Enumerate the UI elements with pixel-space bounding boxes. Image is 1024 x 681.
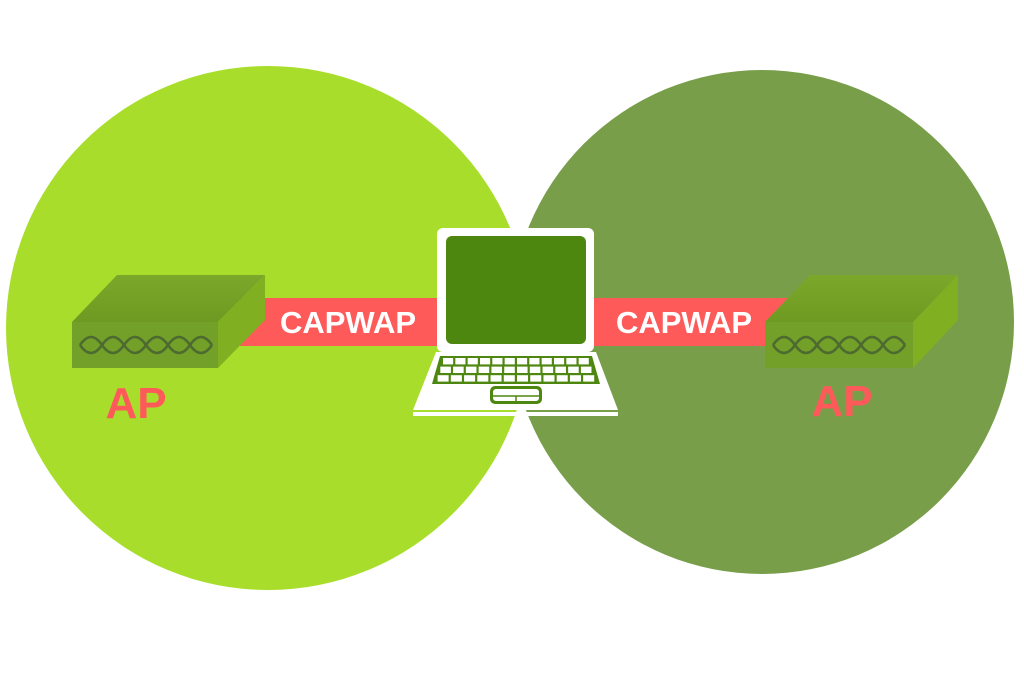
keyboard-key xyxy=(556,375,568,382)
keyboard-key xyxy=(465,366,477,373)
keyboard-key xyxy=(578,358,589,365)
keyboard-key xyxy=(530,375,542,382)
keyboard-key xyxy=(492,358,503,365)
keyboard-key xyxy=(504,366,515,373)
keyboard-key xyxy=(555,366,566,373)
keyboard-key xyxy=(517,366,528,373)
keyboard-key xyxy=(566,358,577,365)
keyboard-key xyxy=(480,358,491,365)
left-ap-label: AP xyxy=(105,379,166,428)
keyboard-key xyxy=(541,358,552,365)
left-access-point-icon xyxy=(72,275,265,368)
left-capwap-tunnel: CAPWAP xyxy=(240,298,438,346)
keyboard-key xyxy=(437,375,449,382)
keyboard-key xyxy=(477,375,489,382)
right-capwap-label: CAPWAP xyxy=(616,305,752,340)
keyboard-key xyxy=(450,375,462,382)
keyboard-key xyxy=(542,366,554,373)
keyboard-key xyxy=(504,358,515,365)
keyboard-key xyxy=(517,375,529,382)
keyboard-key xyxy=(568,366,579,373)
keyboard-key xyxy=(583,375,595,382)
laptop-icon xyxy=(413,228,618,416)
left-capwap-label: CAPWAP xyxy=(280,305,416,340)
keyboard-key xyxy=(517,358,528,365)
right-access-point-icon xyxy=(765,275,958,368)
keyboard-key xyxy=(478,366,490,373)
keyboard-key xyxy=(453,366,464,373)
keyboard-key xyxy=(580,366,592,373)
keyboard-key xyxy=(543,375,555,382)
keyboard-key xyxy=(455,358,466,365)
keyboard-key xyxy=(529,366,541,373)
keyboard-key xyxy=(464,375,476,382)
keyboard-key xyxy=(491,366,503,373)
keyboard-key xyxy=(503,375,515,382)
keyboard-key xyxy=(569,375,581,382)
keyboard-key xyxy=(490,375,502,382)
keyboard-key xyxy=(443,358,454,365)
keyboard-key xyxy=(529,358,540,365)
keyboard-key xyxy=(554,358,565,365)
keyboard-key xyxy=(440,366,451,373)
right-ap-label: AP xyxy=(811,377,872,426)
keyboard-key xyxy=(467,358,478,365)
